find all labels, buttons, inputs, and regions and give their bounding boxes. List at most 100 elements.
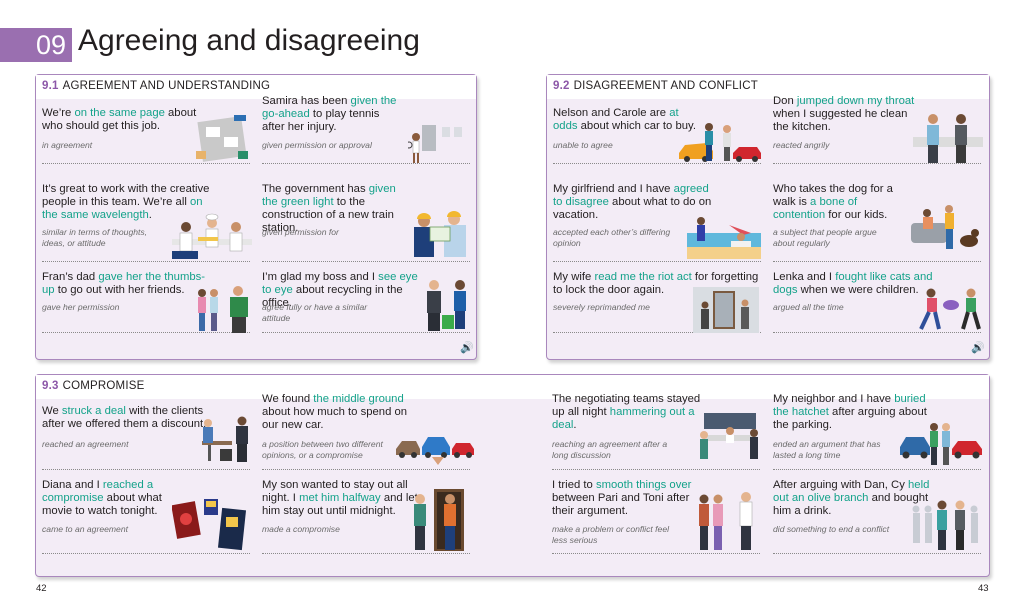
- definition: severely reprimanded me: [553, 302, 650, 312]
- definition: argued all the time: [773, 302, 844, 312]
- panel-header: [36, 75, 476, 99]
- divider: [262, 469, 470, 470]
- phrase-entry: Lenka and I fought like cats and dogs wh…: [773, 271, 933, 297]
- doorway-couple-illustration: [693, 287, 759, 333]
- idiom: on the same wavelength: [42, 196, 203, 221]
- idiom: smooth things over: [595, 479, 692, 491]
- neighbors-parking-illustration: [900, 423, 982, 465]
- divider: [42, 261, 250, 262]
- idiom: jumped down my throat: [796, 95, 915, 107]
- divider: [262, 261, 470, 262]
- definition: did something to end a conflict: [773, 524, 890, 534]
- page-number-left: 42: [36, 583, 47, 594]
- divider: [42, 469, 250, 470]
- divider: [553, 163, 761, 164]
- page-number-right: 43: [978, 583, 989, 594]
- definition: given permission for: [262, 227, 339, 237]
- idiom: given the green light: [262, 183, 396, 208]
- example-sentence: Who takes the dog for a walk is a bone o…: [773, 183, 893, 221]
- phrase-entry: The negotiating teams stayed up all nigh…: [552, 393, 702, 432]
- example-sentence: Don jumped down my throat when I suggest…: [773, 95, 915, 133]
- idiom: struck a deal: [61, 405, 126, 417]
- phrase-entry: My neighbor and I have buried the hatche…: [773, 393, 933, 432]
- definition: reacted angrily: [773, 140, 830, 150]
- phrase-entry: Who takes the dog for a walk is a bone o…: [773, 183, 908, 222]
- definition: a subject that people argue about regula…: [773, 227, 877, 248]
- kitchen-argument-illustration: [913, 114, 983, 163]
- idiom: given the go-ahead: [262, 95, 397, 120]
- idiom: see eye to eye: [262, 271, 418, 296]
- idiom: reached a compromise: [42, 479, 154, 504]
- phrase-entry: Don jumped down my throat when I suggest…: [773, 95, 923, 134]
- section-title: AGREEMENT AND UNDERSTANDING: [62, 80, 271, 92]
- definition: gave her permission: [42, 302, 120, 312]
- example-sentence: I tried to smooth things over between Pa…: [552, 479, 692, 517]
- definition: make a problem or conflict feel less ser…: [552, 524, 670, 545]
- idiom: held out an olive branch: [773, 479, 930, 504]
- definition: came to an agreement: [42, 524, 128, 534]
- speaker-icon[interactable]: 🔊: [460, 342, 474, 354]
- example-sentence: We found the middle ground about how muc…: [262, 393, 408, 431]
- example-sentence: We struck a deal with the clients after …: [42, 405, 207, 430]
- olive-branch-bar-illustration: [912, 500, 978, 550]
- example-sentence: After arguing with Dan, Cy held out an o…: [773, 479, 930, 517]
- phrase-entry: My wife read me the riot act for forgett…: [553, 271, 763, 297]
- divider: [773, 261, 981, 262]
- office-meeting-illustration: [196, 115, 248, 162]
- idiom: at odds: [553, 107, 679, 132]
- section-title: DISAGREEMENT AND CONFLICT: [573, 80, 758, 92]
- example-sentence: Diana and I reached a compromise about w…: [42, 479, 162, 517]
- divider: [42, 163, 250, 164]
- idiom: met him halfway: [299, 492, 381, 504]
- definition: reached an agreement: [42, 439, 129, 449]
- divider: [42, 332, 250, 333]
- kids-dog-illustration: [911, 205, 979, 249]
- idiom: fought like cats and dogs: [773, 271, 933, 296]
- definition: similar in terms of thoughts, ideas, or …: [42, 227, 148, 248]
- vacation-couple-illustration: [687, 217, 761, 259]
- phrase-entry: Fran’s dad gave her the thumbs-up to go …: [42, 271, 217, 297]
- unit-number: 09: [0, 28, 72, 62]
- example-sentence: My son wanted to stay out all night. I m…: [262, 479, 418, 517]
- example-sentence: Lenka and I fought like cats and dogs wh…: [773, 271, 933, 296]
- speaker-icon[interactable]: 🔊: [971, 342, 985, 354]
- section-title: COMPROMISE: [62, 380, 145, 392]
- example-sentence: We’re on the same page about who should …: [42, 107, 197, 132]
- divider: [262, 163, 470, 164]
- example-sentence: I’m glad my boss and I see eye to eye ab…: [262, 271, 418, 309]
- example-sentence: Nelson and Carole are at odds about whic…: [553, 107, 696, 132]
- divider: [773, 469, 981, 470]
- phrase-entry: Samira has been given the go-ahead to pl…: [262, 95, 402, 134]
- example-sentence: Samira has been given the go-ahead to pl…: [262, 95, 397, 133]
- idiom: gave her the thumbs-up: [42, 271, 206, 296]
- divider: [773, 553, 981, 554]
- example-sentence: My neighbor and I have buried the hatche…: [773, 393, 927, 431]
- phrase-entry: After arguing with Dan, Cy held out an o…: [773, 479, 938, 518]
- phrase-entry: I tried to smooth things over between Pa…: [552, 479, 702, 518]
- phrase-entry: We’re on the same page about who should …: [42, 107, 197, 133]
- divider: [262, 553, 470, 554]
- tennis-player-illustration: [408, 125, 462, 163]
- definition: accepted each other’s differing opinion: [553, 227, 671, 248]
- fighting-children-illustration: [919, 288, 981, 330]
- idiom: read me the riot act: [594, 271, 692, 283]
- idiom: buried the hatchet: [773, 393, 926, 418]
- phrase-entry: The government has given the green light…: [262, 183, 414, 235]
- example-sentence: My wife read me the riot act for forgett…: [553, 271, 759, 296]
- phrase-entry: Diana and I reached a compromise about w…: [42, 479, 182, 518]
- example-sentence: It’s great to work with the creative peo…: [42, 183, 210, 221]
- construction-workers-illustration: [414, 211, 466, 257]
- phrase-entry: I’m glad my boss and I see eye to eye ab…: [262, 271, 422, 310]
- divider: [42, 553, 250, 554]
- phrase-entry: My son wanted to stay out all night. I m…: [262, 479, 422, 518]
- phrase-entry: My girlfriend and I have agreed to disag…: [553, 183, 718, 222]
- idiom: on the same page: [74, 107, 165, 119]
- definition: in agreement: [42, 140, 93, 150]
- definition: unable to agree: [553, 140, 613, 150]
